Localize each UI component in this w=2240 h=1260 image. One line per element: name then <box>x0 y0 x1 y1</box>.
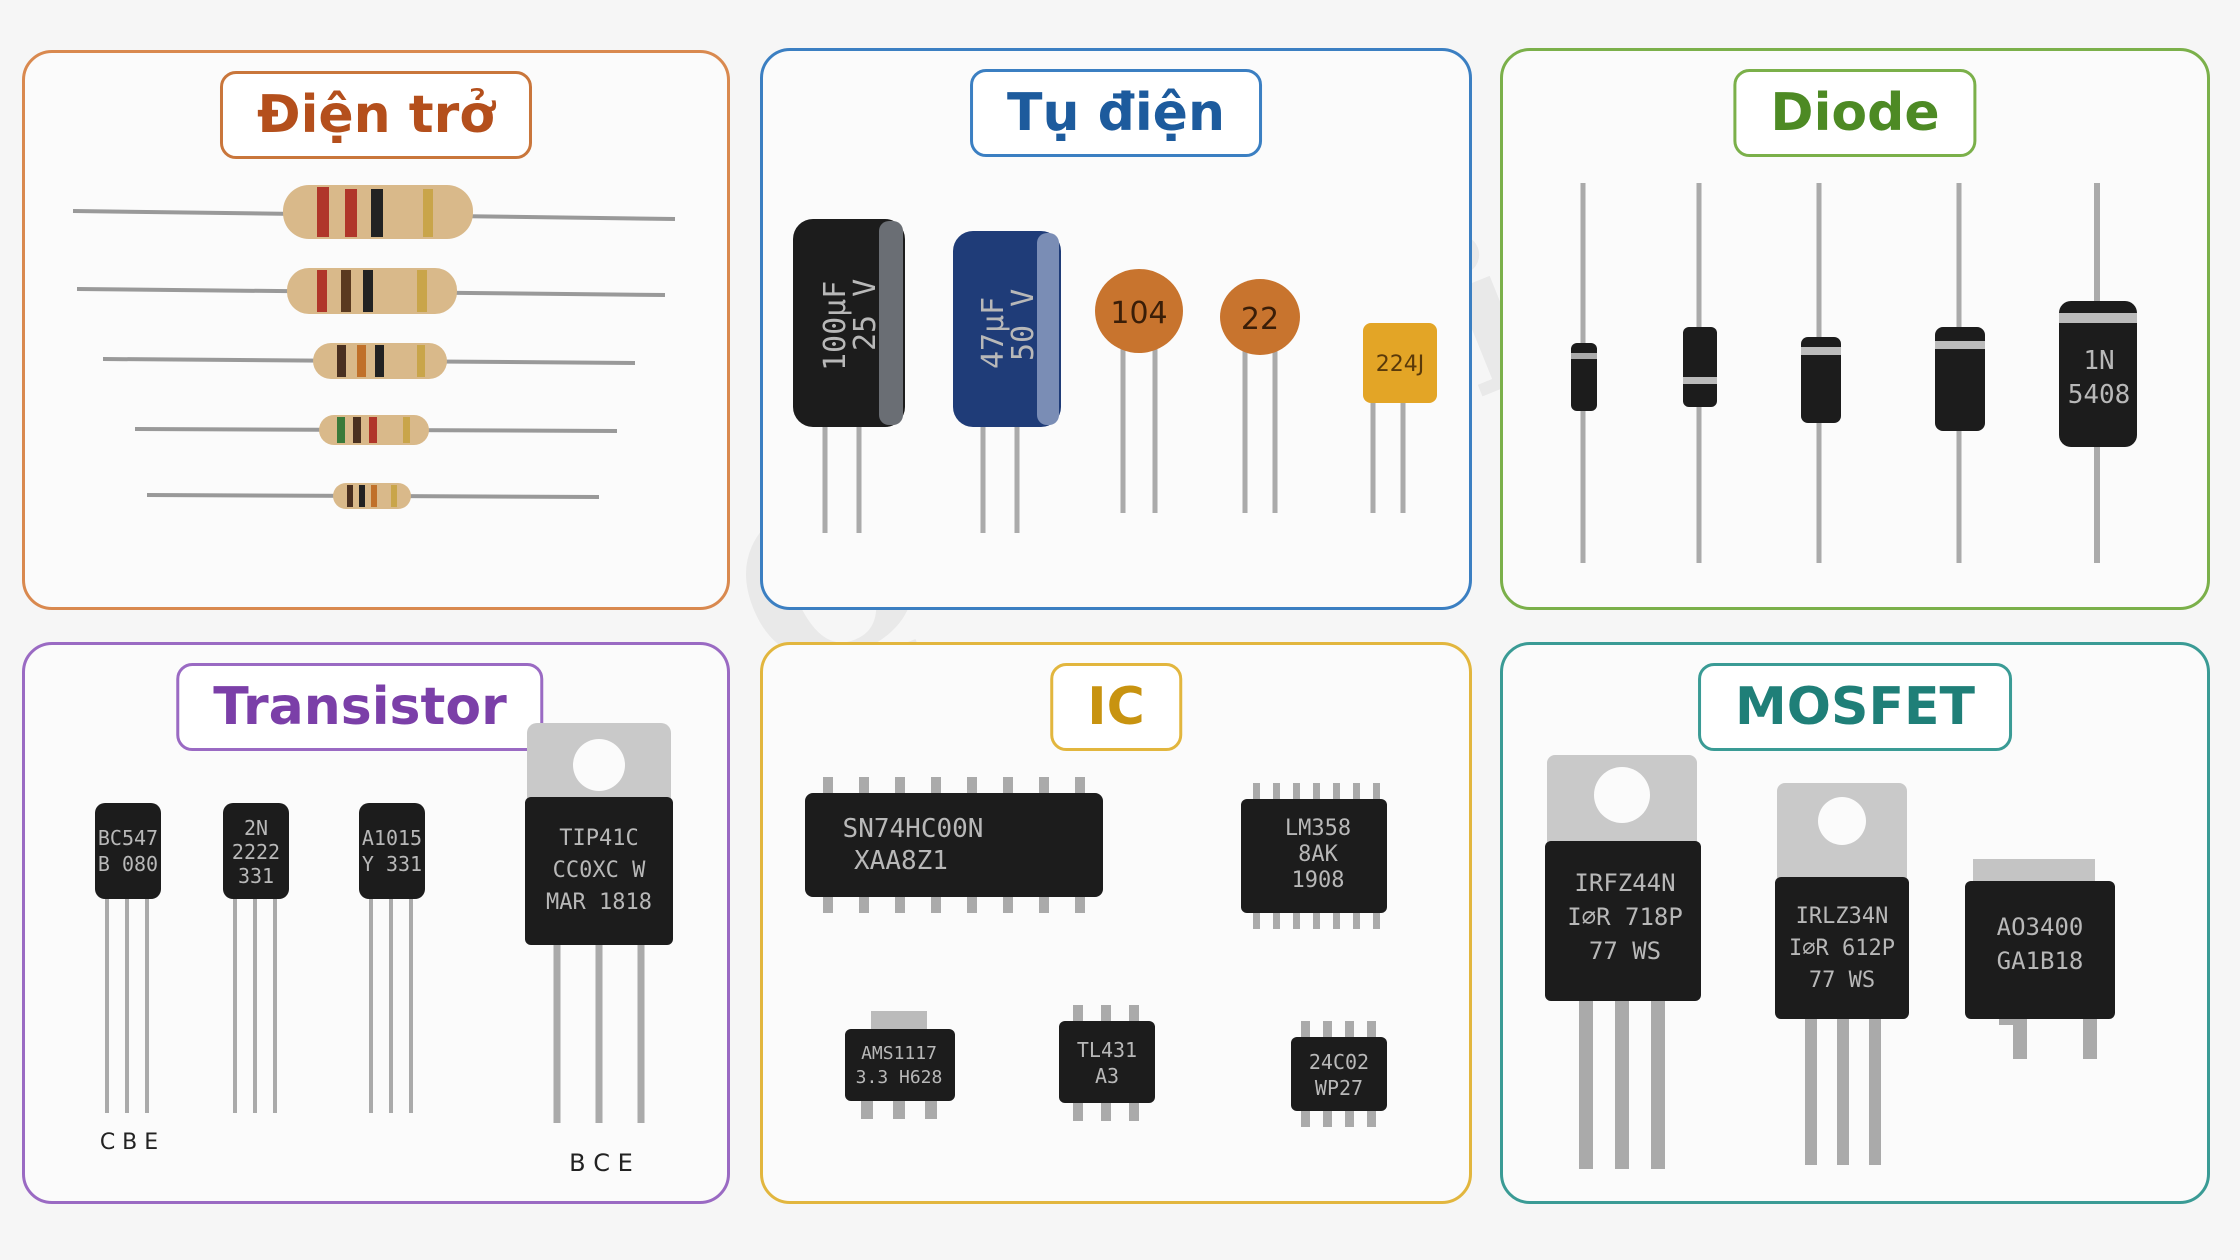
resistor-1 <box>72 185 676 239</box>
cap1-line2: 25 V <box>848 279 883 351</box>
ceramic2-label: 22 <box>1241 302 1279 337</box>
resistors-image <box>72 185 676 509</box>
irlz34n-l3: 77 WS <box>1809 968 1875 993</box>
irfz44n-l3: 77 WS <box>1589 937 1661 965</box>
cap2-line2: 50 V <box>1006 289 1041 361</box>
mosfet-irfz44n: IRFZ44N I⌀R 718P 77 WS <box>1545 755 1701 1169</box>
tip41c-l3: MAR 1818 <box>546 890 652 915</box>
ic-sn74hc00n: SN74HC00N XAA8Z1 <box>805 777 1103 913</box>
panel-title-resistor: Điện trở <box>219 71 533 159</box>
lm358-l3: 1908 <box>1292 868 1345 893</box>
mosfets-image: IRFZ44N I⌀R 718P 77 WS IRLZ34N I⌀R 612P … <box>1545 755 2115 1169</box>
ics-image: SN74HC00N XAA8Z1 LM358 8AK 1908 AMS1117 … <box>805 777 1387 1127</box>
panel-title-capacitor: Tụ điện <box>970 69 1262 157</box>
24c02-l1: 24C02 <box>1309 1050 1369 1074</box>
lm358-l1: LM358 <box>1285 816 1351 841</box>
panel-transistor: Transistor BC547 B 080 C B E 2N 2222 331… <box>22 642 730 1204</box>
tip41c-l1: TIP41C <box>559 826 638 851</box>
ceramic1-label: 104 <box>1110 296 1167 331</box>
panel-title-mosfet: MOSFET <box>1698 663 2012 751</box>
transistor-2n2222: 2N 2222 331 <box>223 803 289 1113</box>
2n2222-l1: 2N <box>244 816 268 840</box>
tl431-l1: TL431 <box>1077 1038 1137 1062</box>
electrolytic-capacitor-47uF: 47µF 50 V <box>953 231 1061 533</box>
tip41c-l2: CC0XC W <box>553 858 646 883</box>
ic-tl431: TL431 A3 <box>1059 1005 1155 1121</box>
ceramic-capacitor-22: 22 <box>1220 279 1300 513</box>
panel-title-ic: IC <box>1050 663 1182 751</box>
diode-label-2: 5408 <box>2068 380 2131 410</box>
panel-resistor: Điện trở <box>22 50 730 610</box>
panel-diode: Diode 1N 5408 <box>1500 48 2210 610</box>
bc547-l2: B 080 <box>98 852 158 876</box>
sn74-l2: XAA8Z1 <box>854 846 948 876</box>
2n2222-l3: 331 <box>238 864 274 888</box>
tl431-l2: A3 <box>1095 1064 1119 1088</box>
pins-label-small: C B E <box>100 1130 158 1155</box>
transistor-bc547: BC547 B 080 C B E <box>95 803 161 1155</box>
mosfet-irlz34n: IRLZ34N I⌀R 612P 77 WS <box>1775 783 1909 1165</box>
irlz34n-l1: IRLZ34N <box>1796 904 1889 929</box>
diode-1 <box>1571 183 1597 563</box>
irfz44n-l2: I⌀R 718P <box>1567 903 1683 931</box>
panel-title-transistor: Transistor <box>176 663 544 751</box>
transistor-a1015: A1015 Y 331 <box>359 803 425 1113</box>
cap2-line1: 47µF <box>976 297 1011 369</box>
resistor-2 <box>76 268 666 314</box>
resistor-4 <box>134 415 618 445</box>
electrolytic-capacitor-100uF: 100µF 25 V <box>793 219 905 533</box>
ceramic-capacitor-104: 104 <box>1095 269 1183 513</box>
pins-label-large: B C E <box>569 1149 633 1177</box>
diode-3 <box>1801 183 1841 563</box>
transistors-image: BC547 B 080 C B E 2N 2222 331 A1015 Y 33… <box>95 723 673 1177</box>
a1015-l2: Y 331 <box>362 852 422 876</box>
resistor-3 <box>102 343 636 379</box>
sn74-l1: SN74HC00N <box>843 814 984 844</box>
ao3400-l2: GA1B18 <box>1997 947 2084 975</box>
diode-label-1: 1N <box>2083 346 2114 376</box>
bc547-l1: BC547 <box>98 826 158 850</box>
ic-24c02: 24C02 WP27 <box>1291 1021 1387 1127</box>
resistor-5 <box>146 483 600 509</box>
mosfet-ao3400: AO3400 GA1B18 <box>1965 859 2115 1059</box>
diode-1N5408: 1N 5408 <box>2059 183 2137 563</box>
ic-ams1117: AMS1117 3.3 H628 <box>845 1011 955 1119</box>
24c02-l2: WP27 <box>1315 1076 1363 1100</box>
diodes-image: 1N 5408 <box>1571 183 2137 563</box>
a1015-l1: A1015 <box>362 826 422 850</box>
capacitors-image: 100µF 25 V 47µF 50 V 104 22 224J <box>793 219 1437 533</box>
cap1-line1: 100µF <box>818 281 853 371</box>
panel-mosfet: MOSFET IRFZ44N I⌀R 718P 77 WS IRLZ34N I⌀… <box>1500 642 2210 1204</box>
ams-l2: 3.3 H628 <box>856 1067 943 1088</box>
panel-title-diode: Diode <box>1733 69 1977 157</box>
panel-ic: IC SN74HC00N XAA8Z1 LM358 8AK 1908 AM <box>760 642 1472 1204</box>
lm358-l2: 8AK <box>1298 842 1338 867</box>
ic-lm358: LM358 8AK 1908 <box>1241 783 1387 929</box>
ams-l1: AMS1117 <box>861 1043 937 1064</box>
film-capacitor-224J: 224J <box>1363 323 1437 513</box>
panel-capacitor: Tụ điện 100µF 25 V 47µF 50 V 104 <box>760 48 1472 610</box>
transistor-tip41c: TIP41C CC0XC W MAR 1818 B C E <box>525 723 673 1177</box>
diode-2 <box>1683 183 1717 563</box>
ao3400-l1: AO3400 <box>1997 913 2084 941</box>
irfz44n-l1: IRFZ44N <box>1574 869 1675 897</box>
irlz34n-l2: I⌀R 612P <box>1789 936 1895 961</box>
2n2222-l2: 2222 <box>232 840 280 864</box>
diode-4 <box>1935 183 1985 563</box>
film-label: 224J <box>1376 352 1424 377</box>
